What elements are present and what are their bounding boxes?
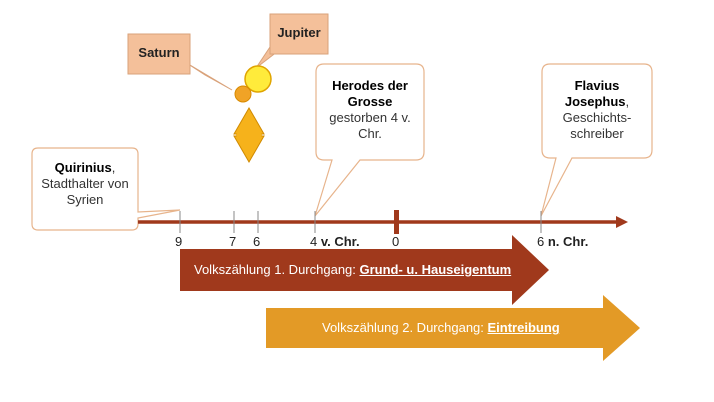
census-2-prefix: Volkszählung 2. Durchgang: [322,320,488,335]
flavius-callout-bubble [540,63,653,217]
flavius-role: Geschichts-schreiber [562,110,632,141]
quirinius-name-suffix: , [111,160,116,175]
herodes-callout: Herodes der Grosse gestorben 4 v. Chr. [318,78,422,142]
tick-label-0: 0 [392,234,400,249]
era-label-ad: n. Chr. [547,234,589,249]
census-1-arrow [180,235,549,305]
census-1-label: Volkszählung 1. Durchgang: Grund- u. Hau… [194,262,511,277]
jupiter-planet [244,65,272,93]
quirinius-callout-bubble [31,147,181,231]
tick-label-7: 7 [229,234,237,249]
tick-label-9: 9 [175,234,183,249]
herodes-note: gestorben 4 v. Chr. [329,110,411,141]
tick-label-6-ad: 6 n. Chr. [537,234,589,249]
era-label-bc: v. Chr. [320,234,360,249]
census-2-arrow [266,295,640,361]
tick-label-6-bc: 6 [253,234,261,249]
flavius-callout: Flavius Josephus, Geschichts-schreiber [546,78,648,142]
census-1-prefix: Volkszählung 1. Durchgang: [194,262,360,277]
census-2-label: Volkszählung 2. Durchgang: Eintreibung [322,320,560,335]
quirinius-callout: Quirinius, Stadthalter von Syrien [34,160,136,208]
census-2-emphasis: Eintreibung [487,320,560,335]
saturn-label-box [127,33,191,75]
quirinius-name: Quirinius [54,160,112,175]
saturn-label: Saturn [138,45,180,60]
quirinius-role: Stadthalter von Syrien [41,176,129,207]
flavius-name: Flavius Josephus [564,78,626,109]
flavius-name-suffix: , [625,94,630,109]
timeline-arrowhead [616,216,628,228]
tick-label-4-bc: 4 v. Chr. [310,234,360,249]
herodes-callout-bubble [314,63,425,217]
star-icon [233,106,265,164]
saturn-callout-pointer [184,61,233,91]
herodes-name: Herodes der Grosse [332,78,408,109]
jupiter-label-box [269,13,329,55]
tick-0 [394,210,399,234]
saturn-planet [234,85,252,103]
jupiter-label: Jupiter [277,25,321,40]
census-1-emphasis: Grund- u. Hauseigentum [359,262,512,277]
